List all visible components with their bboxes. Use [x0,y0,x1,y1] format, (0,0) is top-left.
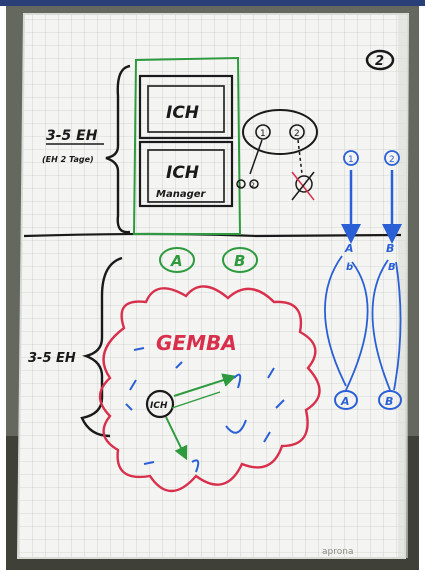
side-circle-1-label: 1 [348,155,354,165]
crossed-out-circle [295,175,313,193]
mini-marker-2: 2 [251,182,255,189]
top-frame-bar [0,0,425,6]
upper-ich-box [138,74,234,140]
flow-start-a: A [344,242,354,255]
gemba-label: GEMBA [156,331,237,355]
flow-end-b-circle [378,390,402,410]
group-ellipse [242,109,318,155]
bottom-height-label: 3-5 EH [28,351,76,366]
ellipse-marker-2: 2 [294,129,300,139]
mini-marker-1: 1 [238,182,242,189]
flow-lines [324,255,402,391]
gemba-blue-marks [125,347,285,473]
top-brace [105,64,131,234]
lower-ich-box [138,140,234,208]
group-b-label: B [234,252,245,270]
group-b-circle [222,247,258,273]
upper-ich-label: ICH [166,103,199,123]
bottom-brace [80,256,123,438]
gemba-arrow-right [173,373,237,397]
group-a-circle [159,247,195,273]
top-height-sublabel: (EH 2 Tage) [42,155,94,164]
gemba-cloud [98,285,321,493]
lower-ich-caption: Manager [156,189,207,200]
side-circle-2-label: 2 [389,155,395,165]
watermark: aprona [322,547,353,557]
group-a-label: A [170,252,183,270]
flow-start-b: B [386,242,394,255]
center-ich-circle [145,389,175,419]
side-circle-2 [384,150,400,166]
page-number-circle [365,49,395,71]
page-number: 2 [375,54,384,69]
svg-text:B: B [388,262,396,273]
whiteboard-photo: 2 3-5 EH (EH 2 Tage) ICH ICH Manager 1 2… [6,6,419,570]
flipchart-drawing: 2 3-5 EH (EH 2 Tage) ICH ICH Manager 1 2… [6,6,419,570]
side-circle-1 [343,150,359,166]
flow-end-a: A [340,395,350,408]
flow-end-a-circle [334,390,358,410]
gemba-arrow-down [165,416,188,461]
ellipse-marker-1: 1 [260,129,266,139]
lower-ich-label: ICH [166,163,199,183]
top-height-label: 3-5 EH [46,128,98,144]
center-ich-label: ICH [150,401,168,411]
green-manager-box [132,56,242,235]
flow-end-b: B [385,395,393,408]
svg-text:b: b [346,262,353,273]
